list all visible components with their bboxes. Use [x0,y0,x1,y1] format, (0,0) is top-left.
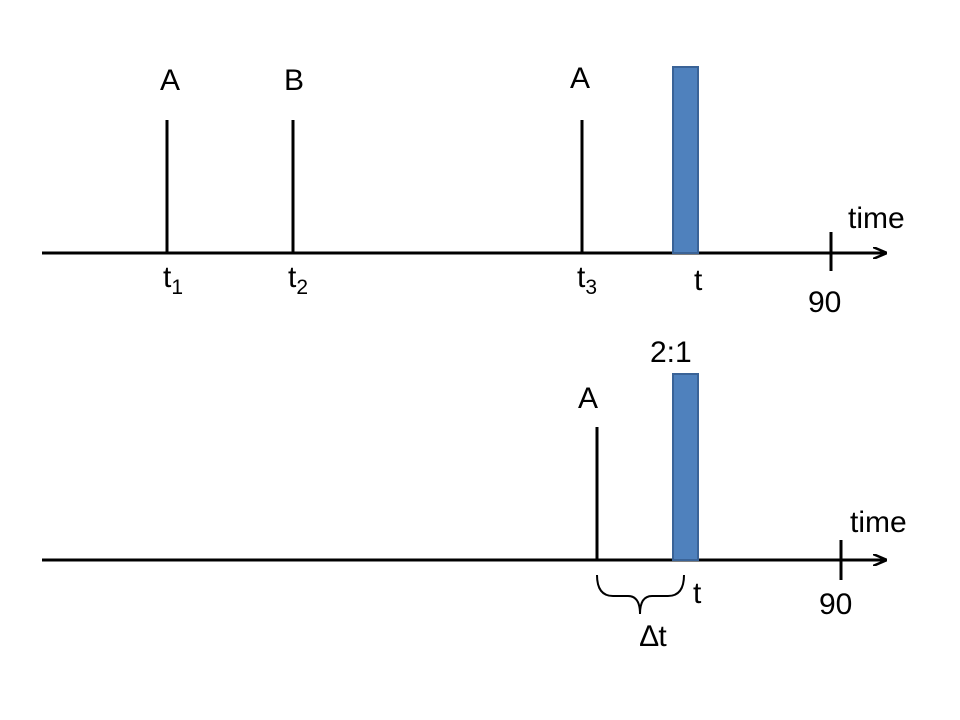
top-highlight-bar [672,66,699,254]
bottom-end-tick-label: 90 [819,588,852,621]
top-end-tick-label: 90 [808,286,841,319]
top-event-time-2: t2 [288,261,308,299]
top-event-time-3: t3 [577,261,597,299]
top-axis-label: time [848,202,905,235]
top-bar-time-label: t [694,264,703,297]
top-event-label-3: A [570,62,590,95]
top-timeline: time 90 A t1 B t2 A t3 t [42,62,905,319]
bottom-bar-label: 2:1 [650,336,692,369]
bottom-bar-time-label: t [693,577,702,610]
bottom-axis-label: time [850,506,907,539]
bottom-event-label-1: A [578,382,598,415]
bottom-timeline: time 90 A 2:1 t ∆t [42,336,907,653]
interval-brace [596,574,685,615]
top-event-label-2: B [284,64,304,97]
top-event-label-1: A [160,64,180,97]
bottom-highlight-bar [672,373,699,561]
interval-label: ∆t [640,620,667,653]
top-event-time-1: t1 [163,261,183,299]
